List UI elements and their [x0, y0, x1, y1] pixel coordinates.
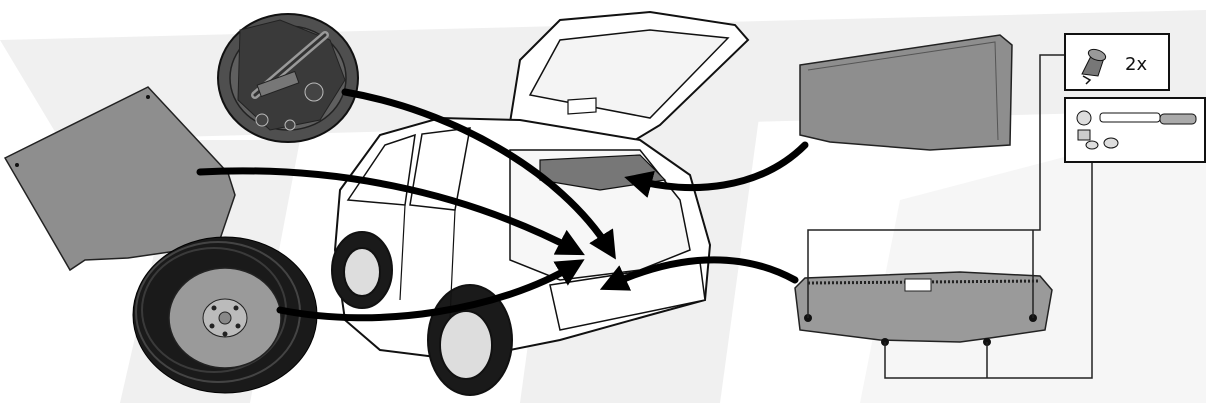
clip-count: 2x [1125, 54, 1147, 75]
rear-trim-panel [795, 272, 1052, 346]
clip-box: 2x [1065, 34, 1169, 90]
tool-tray [218, 14, 358, 142]
tool-box [1065, 98, 1205, 162]
